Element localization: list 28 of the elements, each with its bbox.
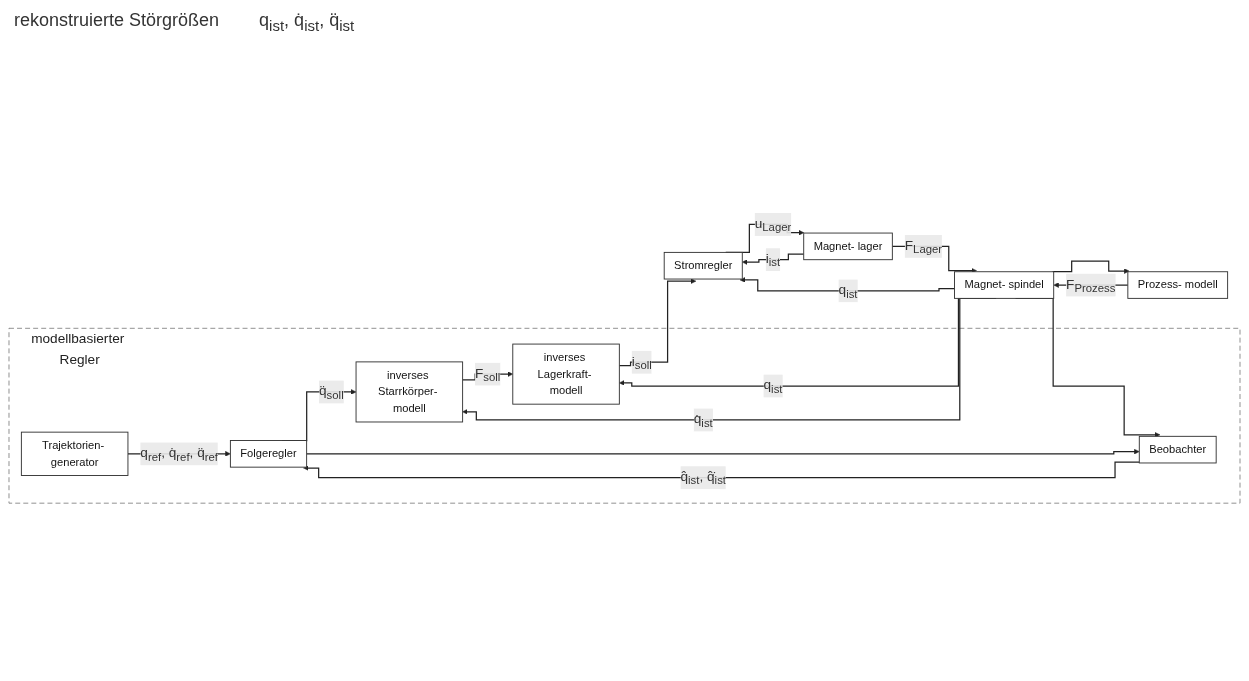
edge-label: q̇$_{ist}$ — [693, 411, 713, 430]
edge-label: q̈$_{soll}$ — [319, 383, 344, 402]
edge-label: F$_{Prozess}$ — [1066, 276, 1116, 295]
edge-label: F$_{Lager}$ — [904, 237, 943, 256]
node-box: Magnet- lager — [803, 232, 893, 261]
node-box: Prozess- modell — [1127, 271, 1229, 300]
edge-label: i$_{soll}$ — [631, 353, 652, 372]
node-box: Magnet- spindel — [954, 271, 1055, 300]
node-box: Folgeregler — [229, 440, 308, 468]
edge-label: q$_{ist}$ — [838, 282, 858, 301]
node-box: Trajektorien- generator — [20, 431, 129, 477]
signal-label: rekonstruierte Störgrößen — [14, 10, 220, 32]
node-box: inverses Starrkörper- modell — [355, 361, 464, 423]
signal-label: q$_{ist}$, q̇$_{ist}$, q̈$_{ist}$ — [259, 10, 355, 34]
arrow — [618, 278, 697, 367]
arrow — [306, 449, 1140, 455]
arrow — [303, 461, 1140, 479]
edge-label: i$_{ist}$ — [765, 250, 781, 270]
arrow — [742, 253, 805, 266]
node-box: inverses Lagerkraft- modell — [512, 343, 620, 405]
edge-label: q$_{ref}$, q̇$_{ref}$, q̈$_{ref}$ — [140, 445, 218, 464]
edge-label: q$_{ist}$ — [763, 377, 783, 396]
node-box: Stromregler — [663, 252, 743, 280]
arrow — [739, 277, 956, 292]
edge-label: q̂$_{ist}$, q̂̇$_{ist}$ — [680, 468, 726, 488]
node-box: Beobachter — [1138, 436, 1217, 464]
edge-label: F$_{soll}$ — [475, 365, 501, 384]
edge-label: u$_{Lager}$ — [754, 215, 792, 234]
